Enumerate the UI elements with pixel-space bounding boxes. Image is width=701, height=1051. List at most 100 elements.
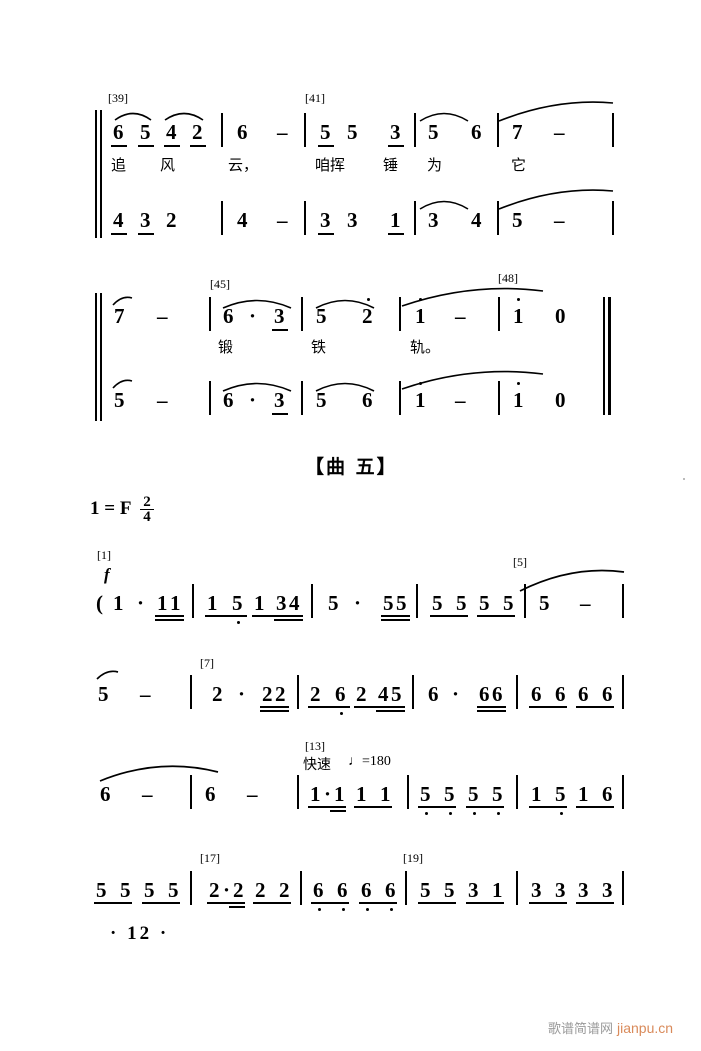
- note: 3: [320, 208, 331, 232]
- note: 5: [444, 878, 455, 902]
- key-signature: 1 = F: [90, 498, 132, 519]
- final-barline: [603, 297, 612, 415]
- note: 6: [335, 682, 346, 706]
- barline: [301, 297, 303, 331]
- note: 5: [555, 782, 566, 806]
- note: 1: [531, 782, 542, 806]
- measure-number: [1]: [97, 548, 111, 562]
- watermark-url: jianpu.cn: [617, 1020, 674, 1036]
- barline: [516, 871, 518, 905]
- beam: [477, 710, 506, 712]
- note: 1: [390, 208, 401, 232]
- augmentation-dot: ·: [249, 304, 257, 328]
- slur: [419, 112, 469, 122]
- barline: [190, 871, 192, 905]
- beam: [318, 145, 334, 147]
- note: 1: [415, 304, 426, 328]
- note: 3: [531, 878, 542, 902]
- beam: [381, 619, 410, 621]
- beam: [260, 710, 289, 712]
- beam: [94, 902, 132, 904]
- note: 2: [362, 304, 373, 328]
- beam: [477, 706, 506, 708]
- note: 2: [209, 878, 220, 902]
- beam: [354, 706, 405, 708]
- slur: [519, 569, 625, 592]
- note: 2: [192, 120, 203, 144]
- note: 5: [168, 878, 179, 902]
- note: 6: [237, 120, 248, 144]
- octave-dot-high: [517, 382, 520, 385]
- slur: [164, 112, 204, 121]
- beam: [529, 706, 567, 708]
- note: 6: [337, 878, 348, 902]
- beam: [272, 413, 288, 415]
- note: 7: [114, 304, 125, 328]
- octave-dot-high: [517, 298, 520, 301]
- note: 5: [347, 120, 358, 144]
- beam: [466, 902, 504, 904]
- barline: [311, 584, 313, 618]
- note: 5: [316, 388, 327, 412]
- beam: [376, 710, 405, 712]
- time-signature: 2 4: [140, 494, 154, 525]
- note: 4: [378, 682, 389, 706]
- tempo-label: 快速: [303, 757, 331, 773]
- barline: [221, 113, 223, 147]
- note: 5: [383, 591, 394, 615]
- note: 3: [347, 208, 358, 232]
- slur: [96, 670, 119, 680]
- barline: [304, 113, 306, 147]
- beam: [308, 706, 350, 708]
- octave-dot-high: [419, 382, 422, 385]
- barline: [414, 113, 416, 147]
- note-extender: –: [142, 782, 153, 806]
- note: 5: [479, 591, 490, 615]
- barline: [612, 113, 614, 147]
- note-extender: –: [455, 304, 466, 328]
- note: 5: [492, 782, 503, 806]
- note: 2: [233, 878, 244, 902]
- measure-number: [7]: [200, 656, 214, 670]
- system-brace: [95, 110, 104, 238]
- beam: [164, 145, 180, 147]
- tune-five-line-2: [7] 5 – 2 · 2 2 2 6 2 4 5 6 · 6 6 6 6 6 …: [0, 0, 701, 715]
- octave-dot-low: [340, 712, 343, 715]
- time-signature-numerator: 2: [143, 494, 151, 510]
- beam: [466, 806, 504, 808]
- octave-dot-low: [449, 812, 452, 815]
- beam: [529, 806, 567, 808]
- slur: [222, 382, 292, 392]
- note: 1: [334, 782, 345, 806]
- slur: [401, 287, 544, 307]
- note: 1: [356, 782, 367, 806]
- system-brace: [95, 293, 104, 421]
- barline: [399, 297, 401, 331]
- note: 3: [578, 878, 589, 902]
- lyric: 风: [160, 156, 176, 174]
- barline: [516, 775, 518, 809]
- note: 5: [98, 682, 109, 706]
- barline: [301, 381, 303, 415]
- note: 6: [205, 782, 216, 806]
- note: 5: [428, 120, 439, 144]
- barline: [524, 584, 526, 618]
- beam: [138, 233, 154, 235]
- barline: [622, 775, 624, 809]
- note: 6: [555, 682, 566, 706]
- octave-dot-low: [560, 812, 563, 815]
- octave-dot-low: [366, 908, 369, 911]
- barline: [297, 775, 299, 809]
- note: 2: [275, 682, 286, 706]
- barline: [300, 871, 302, 905]
- note: 5: [120, 878, 131, 902]
- note: 1: [254, 591, 265, 615]
- beam: [388, 233, 404, 235]
- phrase-open-paren: (: [96, 591, 103, 615]
- note: 0: [555, 388, 566, 412]
- section-title: 【曲 五】: [305, 456, 398, 478]
- beam: [308, 806, 346, 808]
- lyric: 云，: [228, 156, 259, 174]
- measure-number: [45]: [210, 277, 230, 291]
